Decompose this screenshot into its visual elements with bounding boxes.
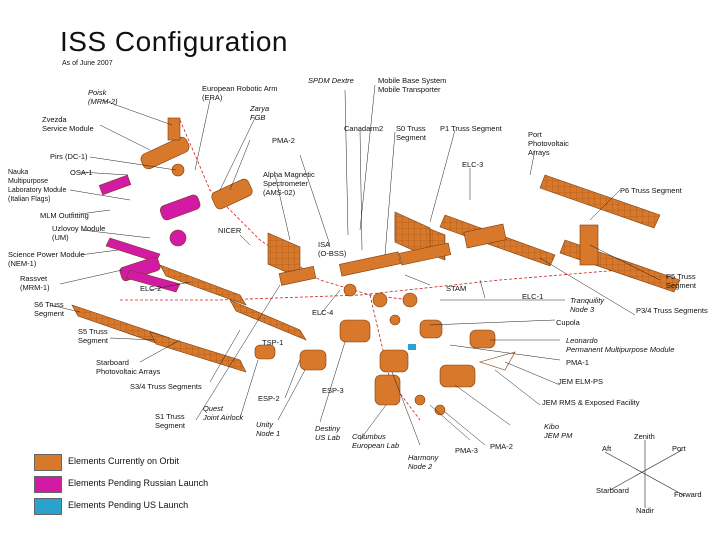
label-tsp: TSP-1 xyxy=(262,338,284,347)
zvezda-module xyxy=(140,136,190,170)
label-port-pv: Port Photovoltaic Arrays xyxy=(528,130,569,157)
s6-array-b xyxy=(159,264,247,306)
radiators xyxy=(267,211,431,279)
label-esp2: ESP-2 xyxy=(258,394,280,403)
legend-text-orbit: Elements Currently on Orbit xyxy=(68,456,180,466)
label-elc1: ELC-1 xyxy=(522,292,544,301)
label-s34: S3/4 Truss Segments xyxy=(130,382,202,391)
compass-zenith: Zenith xyxy=(634,432,655,441)
label-esp3: ESP-3 xyxy=(322,386,344,395)
s4-array-b xyxy=(229,299,307,341)
label-p1: P1 Truss Segment xyxy=(440,124,502,133)
label-stam: STAM xyxy=(446,284,467,293)
kibo-pm xyxy=(439,364,476,388)
legend-swatch-orbit xyxy=(34,454,62,471)
us-segment xyxy=(254,283,516,416)
label-elc2: ELC-2 xyxy=(140,284,162,293)
compass-nadir: Nadir xyxy=(636,506,654,515)
label-starboard-pv: Starboard Photovoltaic Arrays xyxy=(96,358,161,376)
label-p5: P5 Truss Segment xyxy=(666,272,697,290)
p6-array-b xyxy=(559,239,681,293)
legend-swatch-russian xyxy=(34,476,62,493)
label-elc3: ELC-3 xyxy=(462,160,484,169)
cupola xyxy=(402,292,418,308)
label-uzlovoy: Uzlovoy Module (UM) xyxy=(52,224,106,242)
label-nauka: Nauka Multipurpose Laboratory Module (It… xyxy=(8,169,67,203)
leonardo-pmm xyxy=(469,329,496,349)
label-s0: S0 Truss Segment xyxy=(396,124,427,142)
label-pirs: Pirs (DC-1) xyxy=(50,152,88,161)
label-pma3: PMA-3 xyxy=(455,446,478,455)
label-pma2: PMA-2 xyxy=(490,442,513,451)
label-harmony: Harmony Node 2 xyxy=(408,453,439,471)
label-s5: S5 Truss Segment xyxy=(78,327,109,345)
label-era: European Robotic Arm (ERA) xyxy=(202,84,278,102)
label-spdm: SPDM Dextre xyxy=(308,76,354,85)
poisk-module xyxy=(167,117,181,141)
mlm-outfitting xyxy=(98,174,132,196)
diagram-title: ISS Configuration xyxy=(60,26,288,57)
s4-array xyxy=(149,331,247,373)
diagram-subtitle: As of June 2007 xyxy=(62,60,113,67)
compass-starboard: Starboard xyxy=(596,486,629,495)
label-p6: P6 Truss Segment xyxy=(620,186,682,195)
destiny-lab xyxy=(339,319,371,343)
label-p34: P3/4 Truss Segments xyxy=(636,306,708,315)
legend-swatch-us xyxy=(34,498,62,515)
label-leonardo: Leonardo Permanent Multipurpose Module xyxy=(566,336,675,354)
label-cupola: Cupola xyxy=(556,318,580,327)
truss-segments xyxy=(278,223,599,286)
uzlovoy-module xyxy=(169,229,187,247)
compass-forward: Forward xyxy=(674,490,702,499)
label-tranquility: Tranquility Node 3 xyxy=(570,296,605,314)
label-unity: Unity Node 1 xyxy=(256,420,281,438)
label-spm: Science Power Module (NEM-1) xyxy=(8,250,85,268)
unity-node xyxy=(299,349,327,371)
label-destiny: Destiny US Lab xyxy=(315,424,341,442)
russian-segment xyxy=(98,117,253,293)
label-pma2-top: PMA-2 xyxy=(272,136,295,145)
tranquility-node xyxy=(419,319,443,339)
zarya-module xyxy=(211,178,253,210)
label-canadarm2: Canadarm2 xyxy=(344,124,384,133)
orientation-compass: Zenith Nadir Aft Forward Port Starboard xyxy=(590,430,702,520)
label-s6: S6 Truss Segment xyxy=(34,300,65,318)
label-pma1: PMA-1 xyxy=(566,358,589,367)
label-poisk: Poisk (MRM-2) xyxy=(88,88,118,106)
nauka-module xyxy=(159,194,201,221)
label-isa: ISA (O-BSS) xyxy=(318,240,347,258)
label-zarya: Zarya FGB xyxy=(250,104,270,122)
label-elc4: ELC-4 xyxy=(312,308,334,317)
columbus-lab xyxy=(374,374,401,406)
starboard-solar-arrays xyxy=(71,264,307,373)
p6-array xyxy=(539,174,661,229)
us-pending-element xyxy=(408,344,416,350)
quest-airlock xyxy=(254,344,276,360)
label-mlm: MLM Outfitting xyxy=(40,211,89,220)
jem-exposed xyxy=(478,351,516,371)
legend-text-russian: Elements Pending Russian Launch xyxy=(68,478,209,488)
label-zvezda: Zvezda Service Module xyxy=(42,115,94,133)
label-columbus: Columbus European Lab xyxy=(352,432,400,450)
label-s1: S1 Truss Segment xyxy=(155,412,186,430)
label-jemelmps: JEM ELM-PS xyxy=(558,377,604,386)
harmony-node xyxy=(379,349,409,373)
compass-port: Port xyxy=(672,444,686,453)
label-quest: Quest Joint Airlock xyxy=(203,404,244,422)
label-ams: Alpha Magnetic Spectrometer (AMS-02) xyxy=(263,170,315,197)
pirs-module xyxy=(171,163,185,177)
label-osa: OSA-1 xyxy=(70,168,93,177)
label-jemrms: JEM RMS & Exposed Facility xyxy=(542,398,640,407)
label-rassvet: Rassvet (MRM-1) xyxy=(20,274,50,292)
compass-axes xyxy=(604,440,686,508)
label-mbs: Mobile Base System Mobile Transporter xyxy=(378,76,447,94)
leader-lines xyxy=(49,84,661,446)
compass-aft: Aft xyxy=(602,444,612,453)
legend-text-us: Elements Pending US Launch xyxy=(68,500,189,510)
label-kibo: Kibo JEM PM xyxy=(544,422,573,440)
label-nicer: NICER xyxy=(218,226,242,235)
